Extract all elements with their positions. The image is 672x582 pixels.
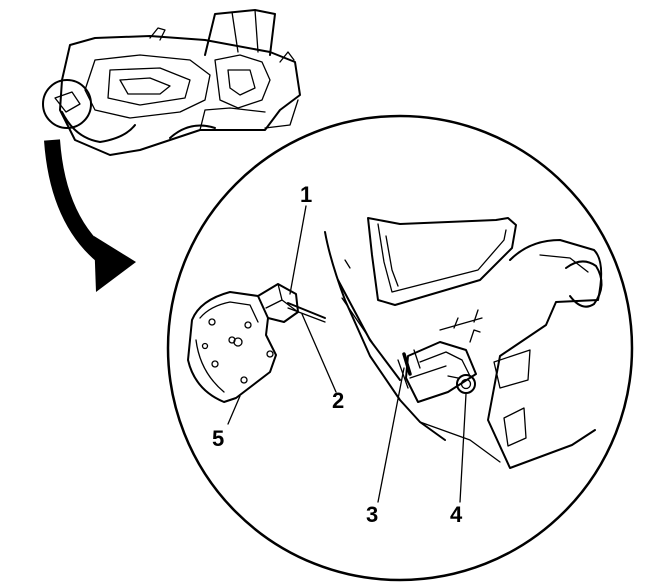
actuator-motor — [257, 283, 299, 323]
leader-lines — [227, 205, 467, 503]
fastener-nut — [447, 374, 476, 394]
callout-3: 3 — [366, 502, 378, 527]
vehicle-overview — [42, 9, 301, 156]
callout-5: 5 — [212, 426, 224, 451]
actuator-bracket — [187, 291, 277, 403]
detail-view-circle — [166, 114, 634, 582]
callout-1: 1 — [300, 182, 312, 207]
fuel-door-body-panel — [324, 217, 603, 469]
callout-4: 4 — [450, 502, 463, 527]
detail-arrow — [44, 139, 136, 292]
callout-2: 2 — [332, 388, 344, 413]
actuator-rod — [287, 302, 326, 323]
